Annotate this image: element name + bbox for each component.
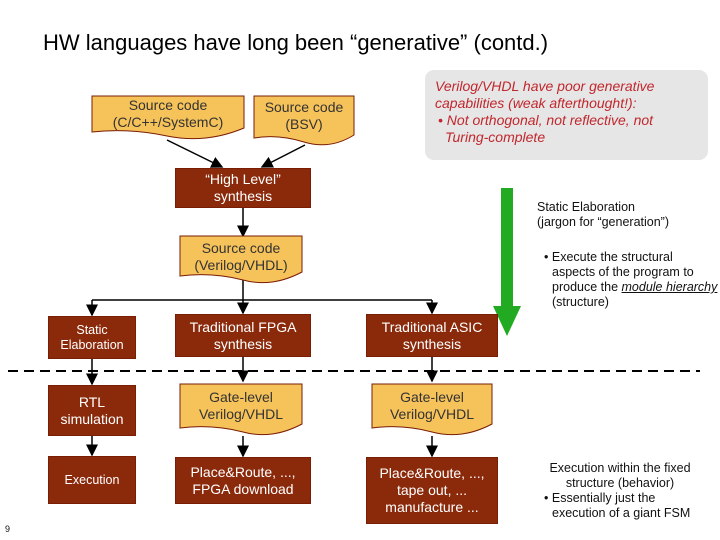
doc-shape-fpga-gate (179, 383, 303, 436)
note-text: Verilog/VHDL have poor generative capabi… (435, 78, 655, 111)
doc-shape-bsv (253, 95, 355, 146)
asic-gate-level-box: Gate-level Verilog/VHDL (389, 389, 475, 422)
arrow-c-to-hls (166, 139, 224, 168)
source-code-bsv-box: Source code (BSV) (264, 99, 344, 132)
asic-place-route-box: Place&Route, ..., tape out, ... manufact… (366, 457, 498, 524)
static-elab-line2: (jargon for “generation”) (537, 215, 670, 229)
fpga-synthesis-box: Traditional FPGA synthesis (175, 314, 311, 357)
static-elab-bullet-post: (structure) (552, 295, 609, 309)
slide-title: HW languages have long been “generative”… (43, 30, 549, 55)
doc-shape-asic-gate (371, 383, 493, 436)
doc-shape-verilog (179, 235, 303, 284)
source-code-c-box: Source code (C/C++/SystemC) (112, 97, 224, 130)
static-elaboration-bullet: • Execute the structural aspects of the … (544, 250, 718, 309)
exec-label-bullet: Essentially just the execution of a gian… (551, 491, 691, 520)
asic-synthesis-box: Traditional ASIC synthesis (366, 314, 498, 357)
execution-label: Execution within the fixed structure (be… (530, 461, 710, 521)
note-bullet: • Not orthogonal, not reflective, not Tu… (438, 112, 654, 145)
fpga-place-route-box: Place&Route, ..., FPGA download (175, 457, 311, 504)
source-code-verilog-box: Source code (Verilog/VHDL) (194, 240, 288, 273)
static-elaboration-box: Static Elaboration (48, 316, 136, 359)
green-arrow-shaft (501, 188, 513, 308)
note-bullet-text: Not orthogonal, not reflective, not Turi… (445, 112, 654, 145)
high-level-synthesis-box: “High Level” synthesis (175, 168, 311, 208)
execution-box: Execution (48, 456, 136, 504)
fpga-gate-level-box: Gate-level Verilog/VHDL (198, 389, 284, 422)
static-elaboration-label: Static Elaboration (jargon for “generati… (537, 200, 717, 230)
page-number: 9 (5, 524, 11, 534)
verilog-note: Verilog/VHDL have poor generative capabi… (425, 70, 708, 160)
static-elab-line1: Static Elaboration (537, 200, 635, 214)
doc-shape-c (91, 95, 245, 140)
rtl-simulation-box: RTL simulation (48, 385, 136, 436)
static-elab-bullet-pre: Execute the structural aspects of the pr… (551, 250, 694, 294)
module-hierarchy-link: module hierarchy (621, 280, 718, 294)
green-arrow-head (493, 306, 521, 336)
arrow-bsv-to-hls (260, 144, 306, 168)
exec-label-line1: Execution within the fixed structure (be… (549, 461, 691, 490)
